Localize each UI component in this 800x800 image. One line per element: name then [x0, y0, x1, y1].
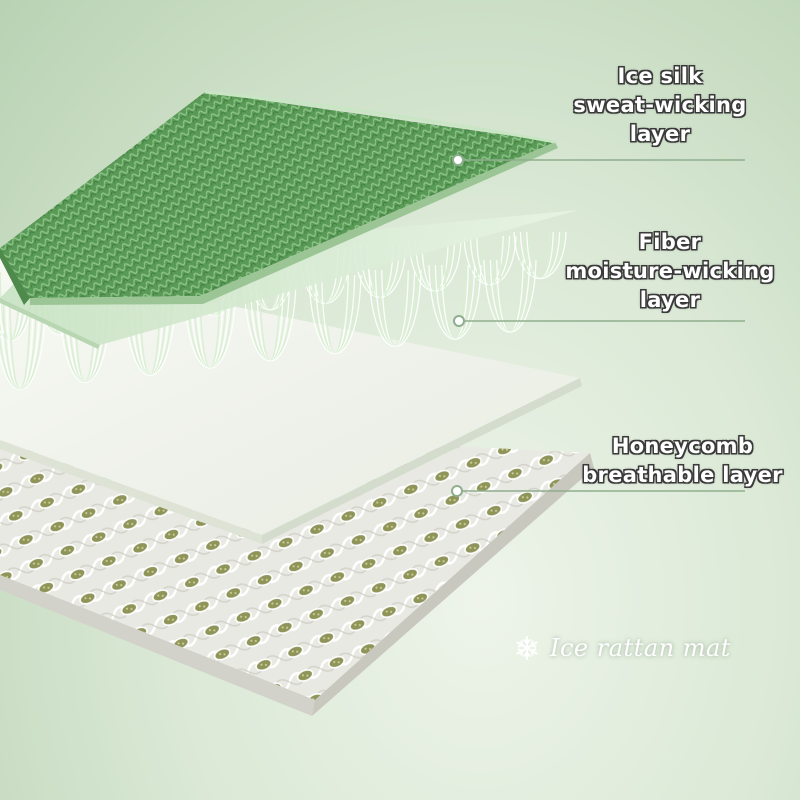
- fiber-strand: [483, 259, 537, 333]
- fiber-strand: [408, 239, 462, 292]
- callout-line: layer: [629, 122, 691, 146]
- fiber-strand: [368, 269, 422, 348]
- fiber-strand: [243, 279, 297, 362]
- callout-line: moisture-wicking: [565, 259, 775, 283]
- fiber-strand: [463, 235, 517, 286]
- fiber-top-sheet: [0, 210, 578, 349]
- leader-honeycomb: [451, 485, 745, 497]
- callout-ice-silk-layer: Ice silk sweat-wicking layer: [555, 62, 765, 149]
- fiber-strand: [183, 284, 237, 369]
- fiber-strand: [513, 231, 567, 280]
- callout-fiber-layer: Fiber moisture-wicking layer: [555, 228, 785, 315]
- leader-fiber: [453, 315, 745, 327]
- callout-leader-lines: [451, 154, 745, 497]
- callout-line: Honeycomb: [611, 434, 754, 458]
- callout-line: layer: [639, 288, 701, 312]
- callout-honeycomb-layer: Honeycomb breathable layer: [575, 432, 790, 490]
- callout-line: sweat-wicking: [573, 93, 747, 117]
- product-label: Ice rattan mat: [514, 630, 731, 666]
- callout-line: Fiber: [638, 230, 702, 254]
- callout-line: Ice silk: [617, 64, 703, 88]
- leader-ice-silk: [452, 154, 745, 166]
- product-name: Ice rattan mat: [550, 634, 731, 662]
- fiber-strand: [308, 274, 362, 355]
- callout-line: breathable layer: [582, 463, 783, 487]
- snowflake-icon: [516, 636, 538, 660]
- ice-silk-layer: [0, 90, 558, 305]
- fiber-strand: [0, 299, 47, 391]
- fiber-strand: [428, 264, 482, 340]
